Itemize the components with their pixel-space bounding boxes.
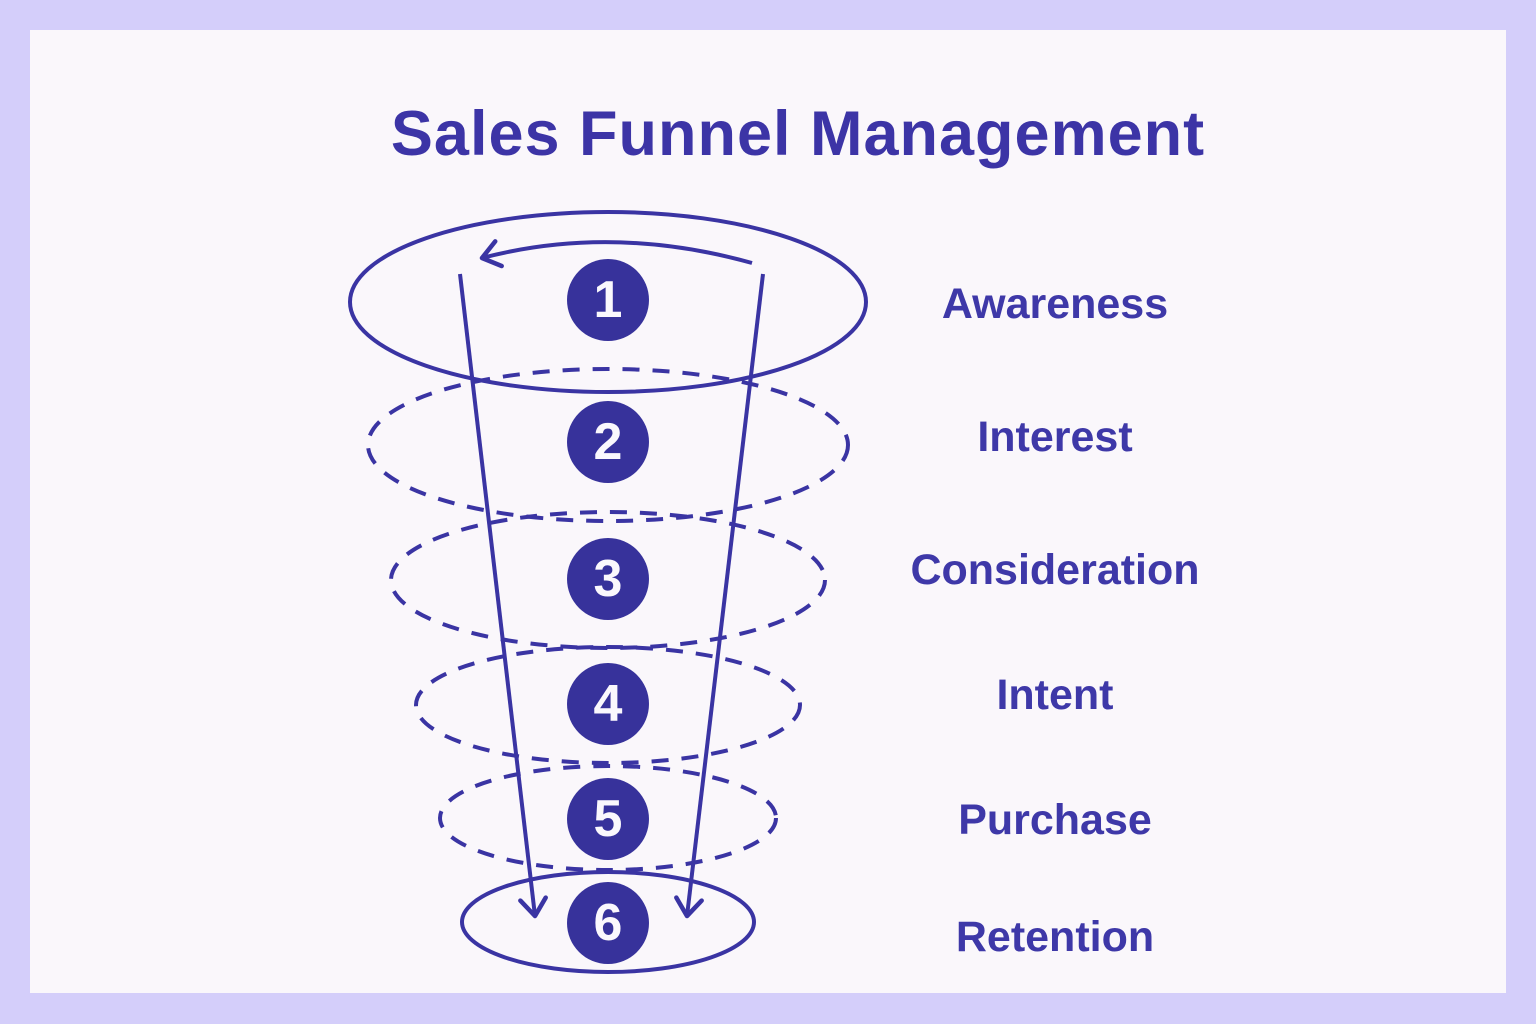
rotation-arrow-icon <box>479 239 753 269</box>
stage-2-label: Interest <box>977 413 1133 461</box>
stage-1-badge: 1 <box>567 259 649 341</box>
stage-3-label: Consideration <box>910 546 1200 594</box>
infographic-panel: Sales Funnel Management <box>30 30 1506 993</box>
funnel-ring-1 <box>348 210 868 394</box>
funnel-diagram <box>348 210 868 974</box>
funnel-ring-3 <box>389 510 827 650</box>
page-title: Sales Funnel Management <box>390 99 1206 169</box>
funnel-flow-line-left <box>458 273 548 919</box>
stage-6-label: Retention <box>955 913 1155 961</box>
stage-3-badge: 3 <box>567 538 649 620</box>
stage-5-badge: 5 <box>567 778 649 860</box>
stage-4-badge: 4 <box>567 663 649 745</box>
funnel-ring-2 <box>366 367 850 523</box>
funnel-ring-4 <box>414 645 802 765</box>
stage-1-label: Awareness <box>941 280 1169 328</box>
stage-5-label: Purchase <box>958 796 1152 844</box>
funnel-flow-line-right <box>674 273 765 919</box>
stage-4-label: Intent <box>996 671 1114 719</box>
funnel-ring-6 <box>460 870 756 974</box>
stage-6-badge: 6 <box>567 882 649 964</box>
stage-2-badge: 2 <box>567 401 649 483</box>
